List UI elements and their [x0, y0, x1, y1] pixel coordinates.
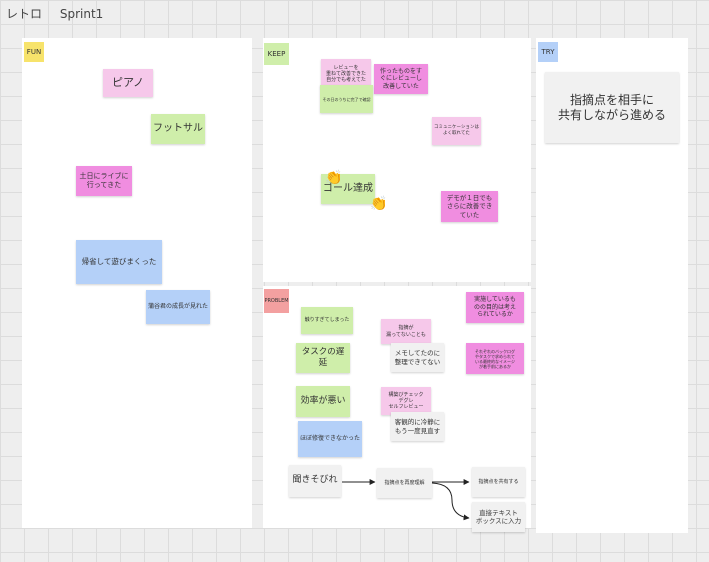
sticky-note[interactable]: メモしてたのに 整理できてない [391, 343, 444, 372]
sticky-note[interactable]: それぞれのバックログ やタスクで求められて いる最終的なイメージ が着手前にある… [466, 343, 524, 374]
sticky-note[interactable]: 客観的に冷静に もう一度見直す [391, 412, 444, 441]
clap-emoji-icon: 👏 [370, 196, 388, 212]
sticky-note[interactable]: 効率が悪い [296, 386, 350, 417]
sticky-note[interactable]: その日のうちに完了で確認 [320, 85, 373, 113]
sticky-note[interactable]: 蒲谷君の成長が見れた [146, 290, 210, 324]
sticky-note[interactable]: 土日にライブに 行ってきた [76, 166, 132, 196]
sticky-note[interactable]: デモが１日でも さらに改善でき ていた [441, 191, 498, 222]
sticky-note[interactable]: 構築びチェック デグレ セルフレビュー [381, 387, 431, 415]
sticky-note[interactable]: コミュニケーションは よく取れてた [432, 117, 481, 145]
sticky-note[interactable]: 実施しているも のの目的は考え られているか [466, 292, 524, 323]
sprint-name: Sprint1 [59, 7, 104, 21]
sticky-note[interactable]: 触りすぎてしまった [301, 307, 353, 334]
sticky-note[interactable]: フットサル [151, 114, 205, 144]
sticky-note[interactable]: タスクの遅延 [296, 343, 350, 373]
sticky-note[interactable]: 指摘点を再度理解 [377, 468, 432, 498]
sticky-note[interactable]: 聞きそびれ [289, 465, 341, 497]
sticky-note[interactable]: ほぼ修復できなかった [298, 421, 362, 457]
sticky-note[interactable]: 指摘点を相手に 共有しながら進める [545, 72, 679, 143]
sticky-note[interactable]: 直接テキスト ボックスに入力 [472, 502, 525, 532]
fun-tag: FUN [24, 42, 44, 62]
clap-emoji-icon: 👏 [325, 170, 343, 186]
problem-tag: PROBLEM [264, 289, 289, 313]
sticky-note[interactable]: ゴール達成 [321, 174, 375, 204]
sticky-note[interactable]: 帰省して遊びまくった [76, 240, 162, 284]
sticky-note[interactable]: 指摘点を共有する [472, 467, 525, 497]
sticky-note[interactable]: 指摘が 漏ってないことも [381, 319, 431, 344]
sticky-note[interactable]: 作ったものをす ぐにレビューし 改善していた [374, 64, 428, 94]
board-title: レトロ Sprint1 [6, 5, 117, 22]
sticky-note[interactable]: レビューを 重ねて改善できた 自分でも考えてた [321, 59, 371, 89]
sticky-note[interactable]: ピアノ [103, 69, 153, 97]
keep-tag: KEEP [264, 43, 289, 65]
board-name: レトロ [6, 7, 43, 21]
try-tag: TRY [538, 42, 558, 62]
